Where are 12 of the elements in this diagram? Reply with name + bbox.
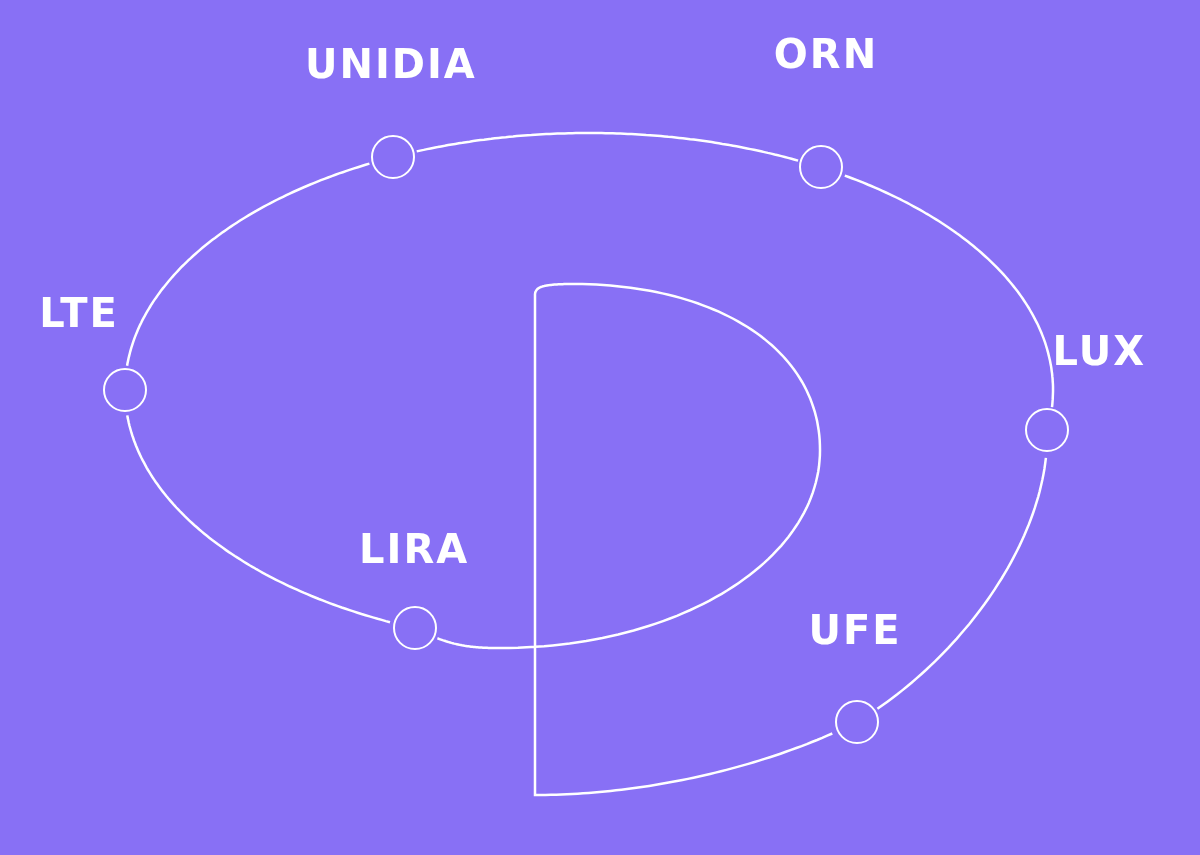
connector-line xyxy=(126,415,391,624)
connector-line xyxy=(876,457,1048,710)
station-label: ORN xyxy=(773,31,879,78)
station-label: UNIDIA xyxy=(304,41,477,88)
connector-line xyxy=(437,282,833,797)
connector-line xyxy=(416,131,799,162)
connector-line xyxy=(844,174,1055,408)
connector-line xyxy=(125,162,370,366)
station-label: UFE xyxy=(808,607,902,653)
station-label: LTE xyxy=(39,290,119,336)
station-label: LIRA xyxy=(359,526,470,573)
station-label: LUX xyxy=(1052,328,1146,375)
